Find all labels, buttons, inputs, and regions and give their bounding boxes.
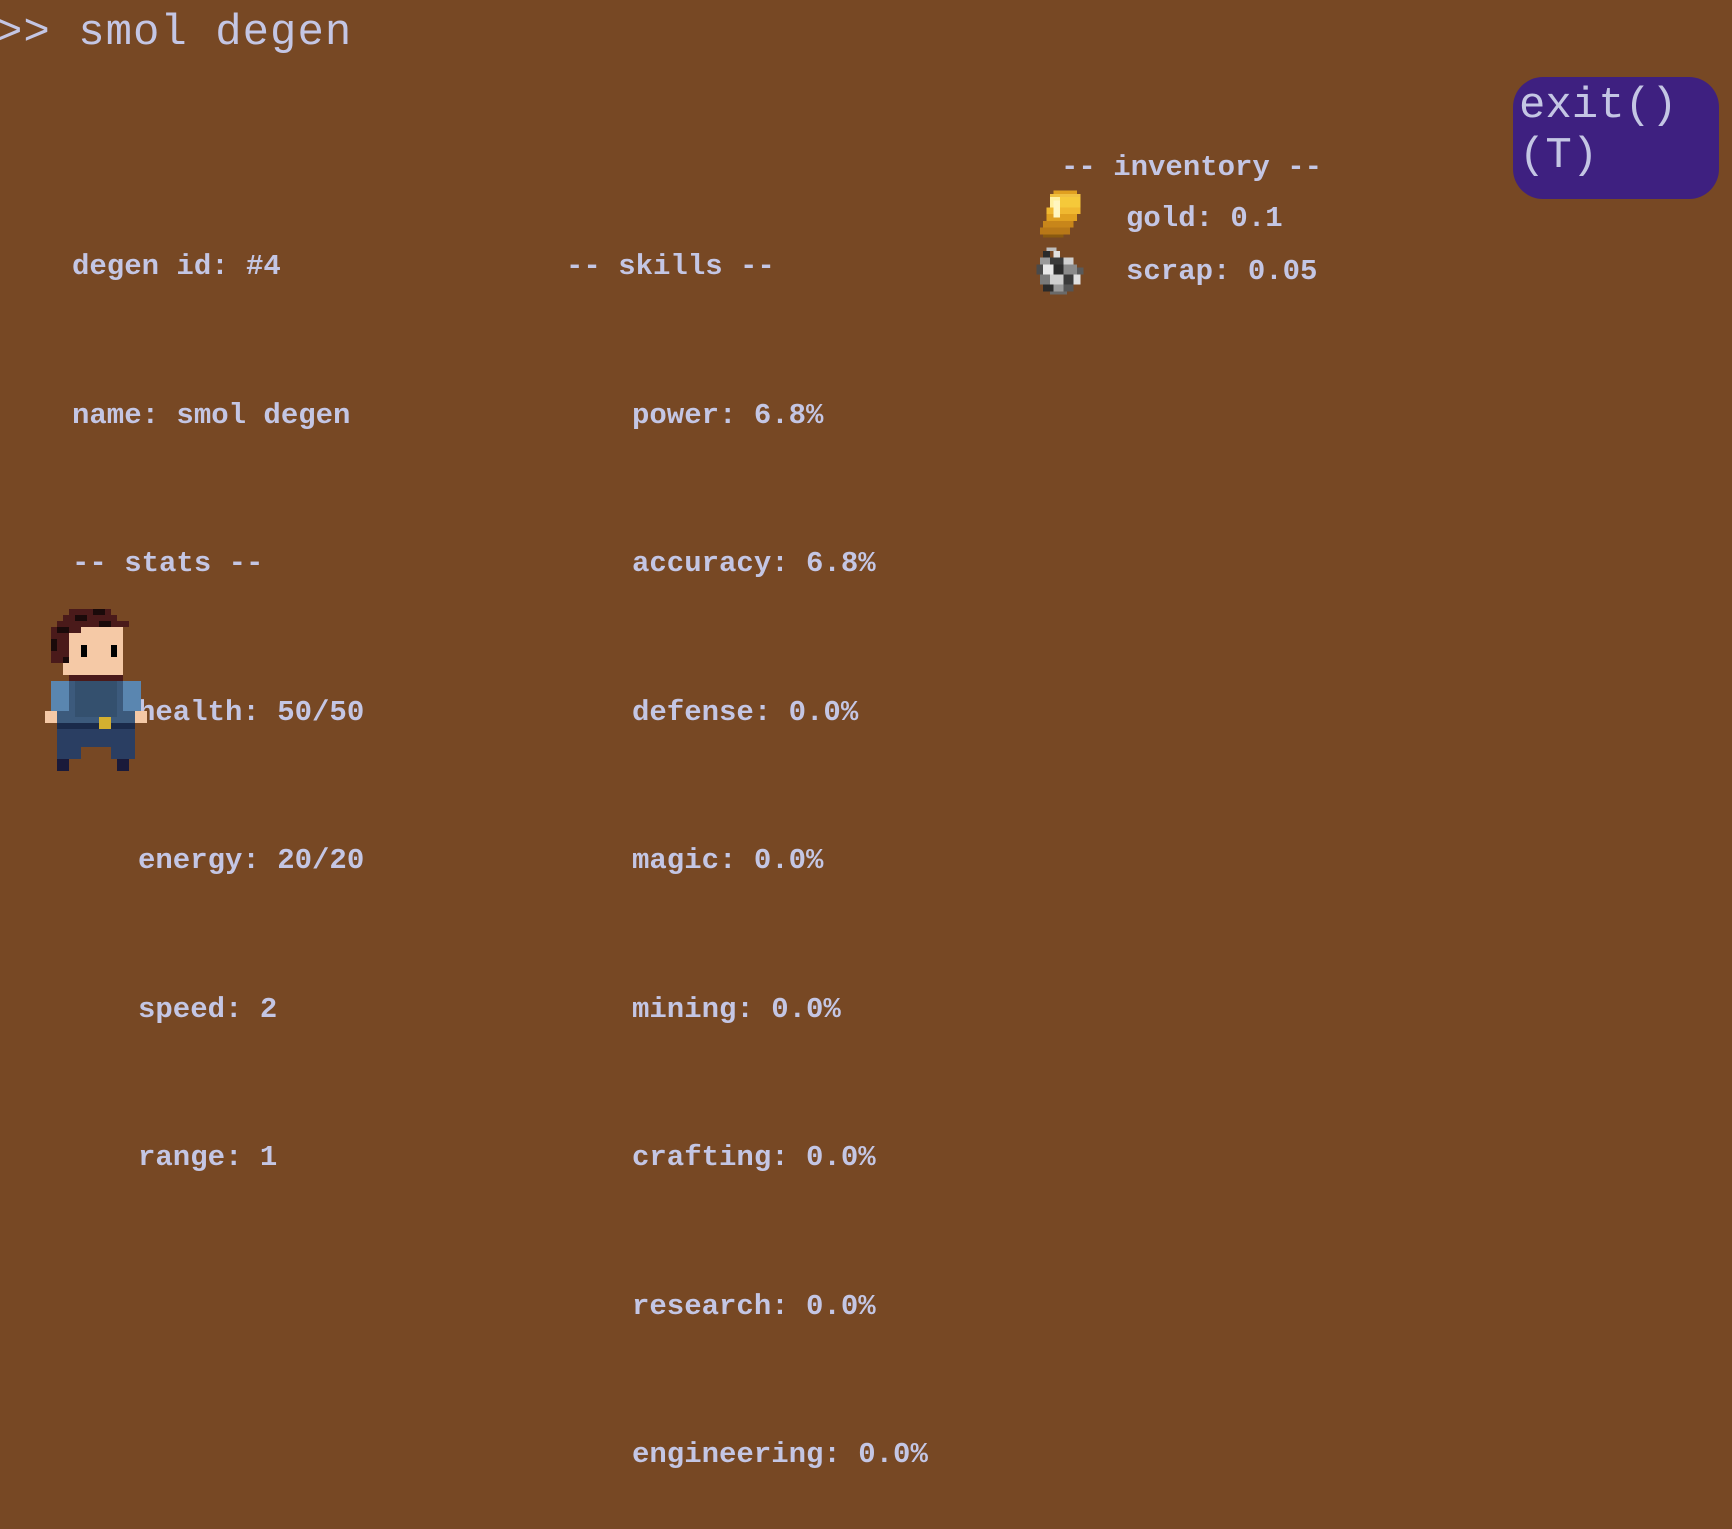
skill-engineering: engineering: 0.0%	[632, 1438, 928, 1471]
scrap-metal-icon	[1033, 244, 1087, 303]
stat-health: health: 50/50	[138, 695, 365, 729]
skill-magic: magic: 0.0%	[632, 844, 824, 877]
skill-defense: defense: 0.0%	[632, 695, 859, 729]
skill-research: research: 0.0%	[632, 1289, 876, 1323]
page-title: >> smol degen	[0, 8, 353, 58]
skills-header: -- skills --	[566, 250, 775, 283]
inventory-item-gold: gold: 0.1	[1126, 202, 1283, 235]
inventory-item-scrap: scrap: 0.05	[1126, 255, 1318, 288]
gold-bar-icon	[1033, 187, 1087, 246]
skills-panel: -- skills -- power: 6.8% accuracy: 6.8% …	[566, 143, 928, 1529]
inventory-header: -- inventory --	[1061, 151, 1323, 184]
character-avatar	[45, 609, 147, 782]
degen-name: name: smol degen	[72, 398, 351, 432]
skill-mining: mining: 0.0%	[632, 992, 841, 1026]
skill-accuracy: accuracy: 6.8%	[632, 547, 876, 580]
stats-header: -- stats --	[72, 547, 264, 580]
exit-button-shortcut: (T)	[1519, 131, 1599, 181]
exit-button-label: exit()	[1519, 81, 1678, 131]
exit-button[interactable]: exit() (T)	[1513, 77, 1719, 199]
stat-speed: speed: 2	[138, 992, 278, 1026]
stat-energy: energy: 20/20	[138, 844, 365, 877]
skill-crafting: crafting: 0.0%	[632, 1141, 876, 1174]
degen-id: degen id: #4	[72, 250, 281, 283]
stat-range: range: 1	[138, 1141, 278, 1174]
skill-power: power: 6.8%	[632, 398, 824, 432]
